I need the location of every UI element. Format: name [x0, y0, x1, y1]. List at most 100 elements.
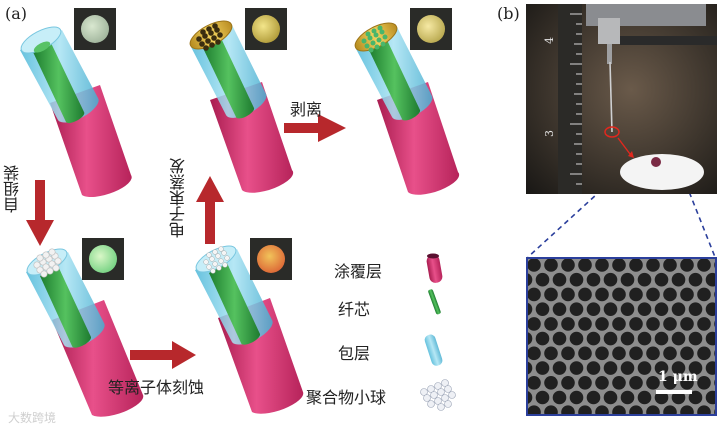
sem-hole	[528, 273, 533, 287]
sem-hole	[528, 302, 533, 316]
sem-hole	[654, 331, 669, 346]
sem-hole	[612, 405, 626, 414]
sem-hole	[595, 259, 609, 272]
sem-hole	[671, 390, 686, 405]
sem-hole	[528, 405, 541, 414]
sem-hole	[620, 272, 635, 287]
sem-hole	[586, 331, 601, 346]
sem-hole	[544, 375, 558, 390]
sem-hole	[561, 405, 575, 414]
sem-hole	[595, 375, 609, 390]
fiber-self-assembled	[26, 248, 144, 417]
sem-hole	[637, 272, 652, 287]
sem-hole	[528, 375, 541, 390]
sem-hole	[528, 391, 533, 404]
thumbnail-gold	[245, 8, 287, 50]
sem-hole	[680, 346, 694, 361]
sem-hole	[544, 405, 558, 414]
sem-image: 1 μm	[526, 257, 717, 416]
coating-layer-icon	[426, 253, 443, 283]
arrow-plasma-etching	[172, 341, 196, 369]
sem-hole	[637, 390, 652, 405]
sem-hole	[705, 361, 715, 375]
sem-hole	[586, 390, 601, 405]
sem-hole	[637, 361, 652, 375]
sem-hole	[561, 346, 575, 361]
sem-hole	[629, 405, 643, 414]
step-plasma-etching-label: 等离子体刻蚀	[108, 378, 205, 397]
sem-hole	[595, 405, 609, 414]
sem-hole	[528, 332, 533, 345]
sem-hole	[595, 287, 609, 302]
process-arrows	[26, 114, 346, 369]
fiber-initial	[20, 26, 132, 198]
sem-hole	[714, 291, 715, 298]
sem-hole	[663, 405, 677, 414]
sem-hole	[620, 390, 635, 405]
sem-hole	[697, 375, 711, 390]
ruler-tick-4: 4	[543, 37, 556, 44]
sem-hole	[603, 390, 618, 405]
sem-hole	[714, 261, 715, 269]
legend-coating-label: 涂覆层	[334, 262, 383, 281]
thumbnail-self-assembled	[82, 238, 124, 280]
sem-hole	[705, 390, 715, 405]
sem-hole	[688, 390, 703, 405]
sem-hole	[612, 259, 626, 272]
thumbnail-etched	[250, 238, 292, 280]
sem-hole	[552, 331, 567, 346]
sem-hole	[654, 302, 669, 316]
sem-hole	[544, 346, 558, 361]
legend-icons	[420, 253, 456, 411]
sem-hole	[552, 302, 567, 316]
watermark: 大数跨境	[8, 411, 57, 425]
sem-hole	[663, 317, 677, 331]
polymer-spheres-icon	[420, 379, 456, 411]
sem-hole	[629, 317, 643, 331]
sem-hole	[620, 302, 635, 316]
sem-hole	[612, 375, 626, 390]
sem-hole	[646, 259, 660, 272]
sem-hole	[569, 331, 584, 346]
sem-hole	[663, 346, 677, 361]
ruler-tick-3: 3	[543, 130, 556, 137]
sem-hole	[595, 346, 609, 361]
sem-hole	[714, 379, 715, 386]
sem-hole	[646, 405, 660, 414]
legend-spheres-label: 聚合物小球	[306, 388, 387, 407]
sem-hole	[646, 346, 660, 361]
sem-hole	[646, 375, 660, 390]
sem-hole	[705, 272, 715, 287]
arrow-ebeam	[196, 176, 224, 202]
sem-hole	[629, 375, 643, 390]
sem-hole	[603, 361, 618, 375]
sem-hole	[663, 287, 677, 302]
sem-hole	[688, 331, 703, 346]
sem-hole	[680, 317, 694, 331]
sem-hole	[680, 287, 694, 302]
thumbnail-initial	[74, 8, 116, 50]
sem-hole	[680, 375, 694, 390]
sem-hole	[603, 272, 618, 287]
arrow-self-assembly	[35, 180, 45, 222]
sem-hole	[552, 361, 567, 375]
sem-hole	[535, 302, 550, 316]
sem-hole	[654, 390, 669, 405]
sem-hole	[561, 259, 575, 272]
sem-hole	[688, 302, 703, 316]
sem-hole	[637, 302, 652, 316]
sem-hole	[612, 317, 626, 331]
sem-hole	[578, 259, 592, 272]
sem-hole	[528, 259, 541, 272]
sem-hole	[535, 390, 550, 405]
sem-hole	[595, 317, 609, 331]
sem-hole	[697, 405, 711, 414]
scale-bar-label: 1 μm	[658, 369, 698, 385]
sem-hole	[637, 331, 652, 346]
sem-hole	[612, 346, 626, 361]
sem-hole	[552, 390, 567, 405]
sem-hole	[612, 287, 626, 302]
sem-hole	[578, 346, 592, 361]
sem-hole	[578, 375, 592, 390]
sem-hole	[714, 409, 715, 414]
